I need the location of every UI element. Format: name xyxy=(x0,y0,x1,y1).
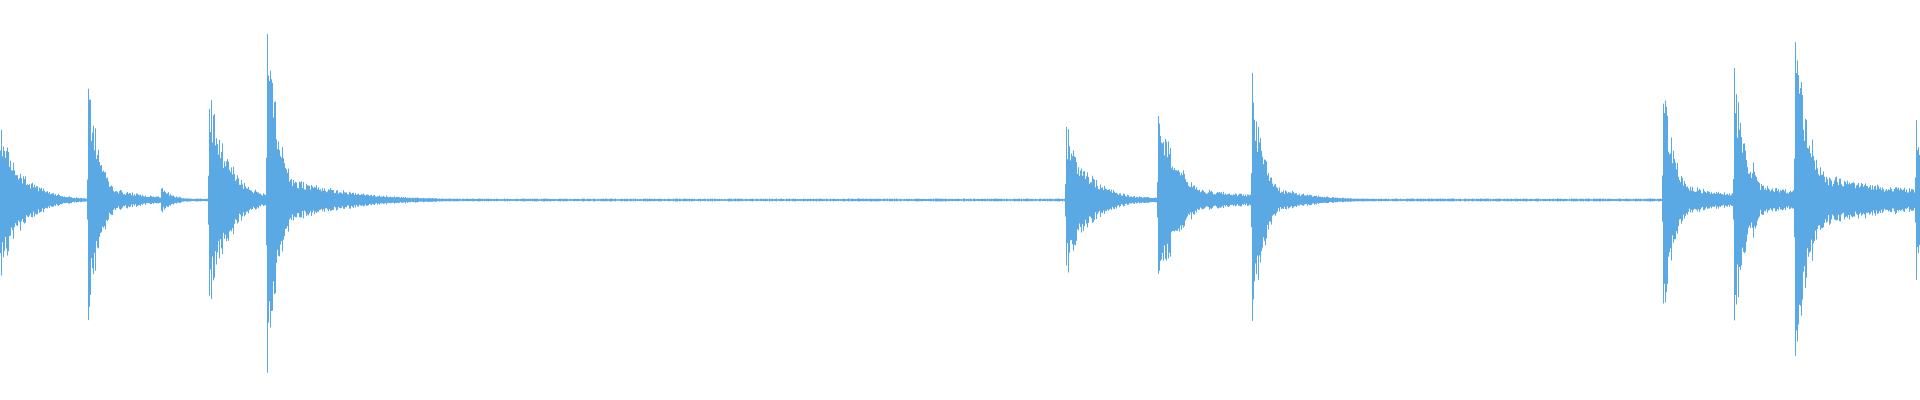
waveform-samples xyxy=(0,34,1920,373)
